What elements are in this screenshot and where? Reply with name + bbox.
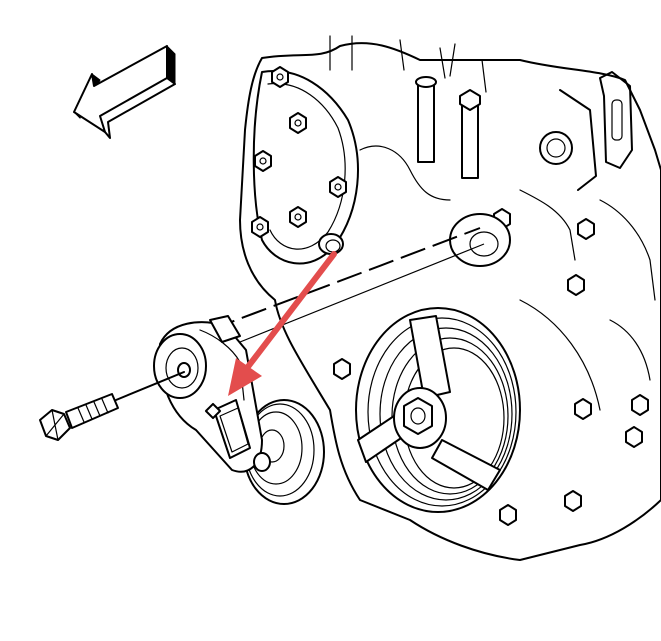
alignment-line [209,227,485,347]
cover-bolt-1 [289,112,307,134]
cover-bolt-2 [329,176,347,198]
tensioner-bolt [39,371,185,441]
top-stud-1 [415,76,437,163]
red-arrow-icon [228,251,337,396]
cover-bolt-3 [289,206,307,228]
hollow-left-arrow-icon [73,44,176,139]
cover-bolt-5 [251,216,269,238]
cover-bolt-4 [254,150,272,172]
top-stud-2 [459,89,481,179]
crankshaft-balancer [355,307,521,513]
engine-block [239,35,661,561]
belt-tensioner [153,315,325,505]
cover-bolt-6 [271,66,289,88]
